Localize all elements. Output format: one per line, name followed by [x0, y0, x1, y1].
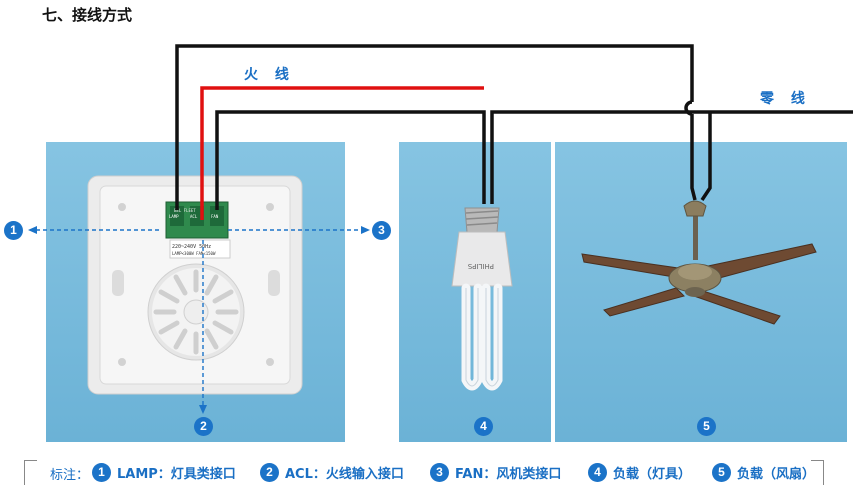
marker-5: 5	[697, 417, 716, 436]
legend-text-1: LAMP：灯具类接口	[117, 466, 236, 482]
legend: 标注： 1 LAMP：灯具类接口 2 ACL：火线输入接口 3 FAN：风机类接…	[24, 458, 824, 488]
cfl-bulb: PHILIPS	[451, 207, 513, 391]
wire-neutral-to-bulb	[490, 110, 698, 204]
device-rating-1: 220~240V 50Hz	[172, 244, 211, 250]
device-brand-text: BEL FLEET	[174, 208, 196, 213]
marker-1: 1	[4, 221, 23, 240]
wire-fan-to-bulb	[215, 110, 486, 210]
marker-3: 3	[372, 221, 391, 240]
terminal-label-lamp: LAMP	[169, 214, 179, 219]
marker-2: 2	[194, 417, 213, 436]
legend-text-4: 负载（灯具）	[613, 466, 692, 482]
wire-neutral-to-fan	[700, 112, 712, 201]
legend-item-lamp: 1 LAMP：灯具类接口	[92, 462, 236, 482]
legend-text-5: 负载（风扇）	[737, 466, 816, 482]
legend-item-acl: 2 ACL：火线输入接口	[260, 462, 404, 482]
legend-text-2: ACL：火线输入接口	[285, 466, 404, 482]
neutral-wire-label: 零 线	[760, 91, 811, 107]
legend-num-5: 5	[712, 462, 731, 482]
wire-lamp-to-fan	[175, 44, 694, 210]
section-title: 七、接线方式	[42, 6, 133, 24]
legend-num-4: 4	[588, 462, 607, 482]
ceiling-fan	[581, 200, 817, 325]
device-rating-2: LAMP<300W FAN<150W	[172, 251, 216, 256]
wire-live	[200, 86, 484, 220]
legend-num-1: 1	[92, 462, 111, 482]
legend-item-fan: 3 FAN：风机类接口	[430, 462, 561, 482]
legend-prefix: 标注：	[50, 468, 90, 483]
terminal-label-fan: FAN	[211, 214, 219, 219]
legend-item-load-lamp: 4 负载（灯具）	[588, 462, 691, 482]
legend-text-3: FAN：风机类接口	[455, 466, 562, 482]
legend-num-3: 3	[430, 462, 449, 482]
legend-item-load-fan: 5 负载（风扇）	[712, 462, 815, 482]
live-wire-label: 火 线	[244, 67, 295, 83]
wall-switch-device: LAMP ACL FAN BEL FLEET 220~240V 50Hz LAM…	[87, 175, 303, 395]
bulb-brand-text: PHILIPS	[467, 262, 494, 270]
legend-bracket-left	[24, 460, 37, 485]
marker-4: 4	[474, 417, 493, 436]
legend-bracket-right	[811, 460, 824, 485]
terminal-label-acl: ACL	[190, 214, 198, 219]
wire-lamp-to-fan-lower	[690, 114, 697, 201]
legend-num-2: 2	[260, 462, 279, 482]
